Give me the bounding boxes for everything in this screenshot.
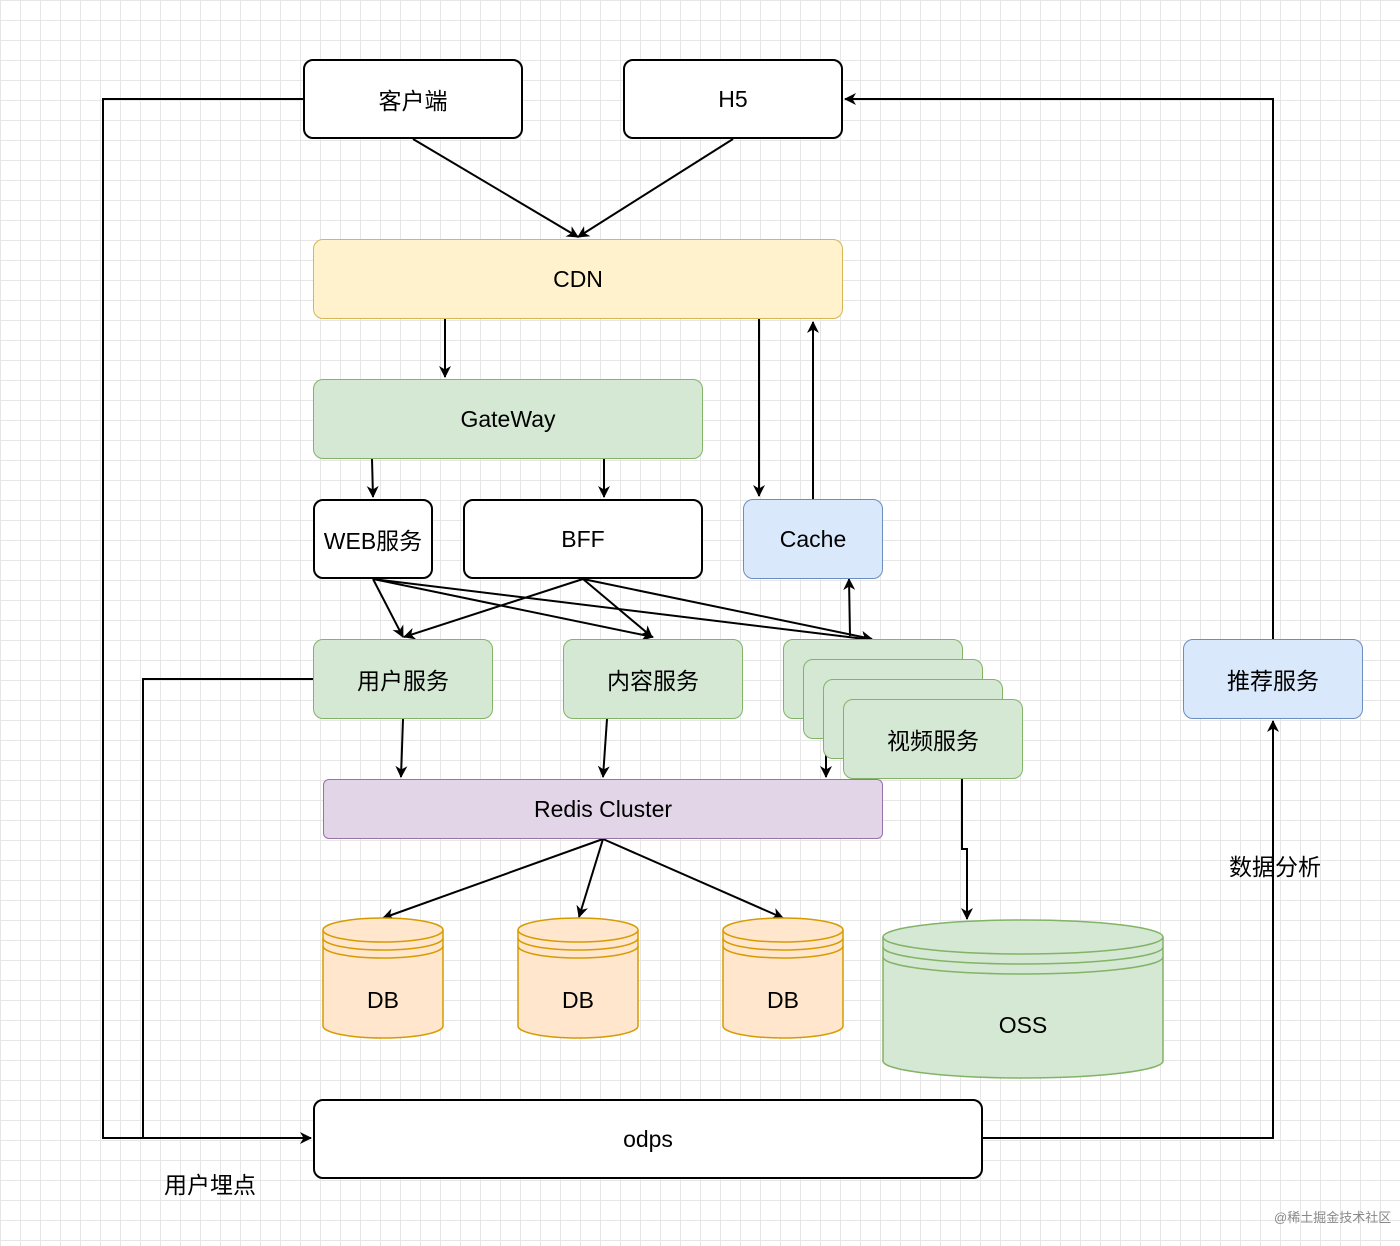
db-label: DB: [767, 986, 799, 1013]
db-label: DB: [367, 986, 399, 1013]
edge-web-content: [372, 578, 654, 641]
edge-web-user: [372, 578, 404, 638]
edge-recommend-h5: [844, 93, 1274, 639]
edge-user-odps: [142, 678, 313, 1138]
content-service-node: 内容服务: [563, 639, 743, 719]
bff-node: BFF: [463, 499, 703, 579]
edge-web-video: [372, 578, 874, 645]
db-cylinder-2: [517, 917, 639, 1039]
edge-redis-db2: [576, 838, 604, 918]
oss-cylinder: [882, 919, 1164, 1079]
edge-h5-cdn: [577, 138, 734, 238]
edge-content-redis: [597, 718, 610, 778]
video-service-node: 视频服务: [843, 699, 1023, 779]
edge-video-cache: [843, 578, 856, 637]
edge-redis-db1: [382, 838, 604, 920]
db-label: DB: [562, 986, 594, 1013]
edge-client-odps: [102, 98, 312, 1144]
web-service-node: WEB服务: [313, 499, 433, 579]
edge-gateway-web: [366, 458, 379, 498]
edge-redis-db3: [602, 838, 784, 920]
gateway-node: GateWay: [313, 379, 703, 459]
edge-bff-content: [582, 578, 653, 638]
analysis-label: 数据分析: [1229, 854, 1321, 880]
db-cylinder-1: [322, 917, 444, 1039]
odps-node: odps: [313, 1099, 983, 1179]
db-cylinder-3: [722, 917, 844, 1039]
oss-label: OSS: [998, 1011, 1048, 1038]
edge-bff-video: [582, 578, 873, 643]
redis-cluster-node: Redis Cluster: [323, 779, 883, 839]
edge-user-redis: [395, 718, 408, 778]
client-node: 客户端: [303, 59, 523, 139]
h5-node: H5: [623, 59, 843, 139]
recommend-service-node: 推荐服务: [1183, 639, 1363, 719]
edge-odps-recommend: [983, 720, 1279, 1139]
cdn-node: CDN: [313, 239, 843, 319]
edge-video-oss: [961, 779, 973, 920]
watermark: @稀土掘金技术社区: [1274, 1210, 1392, 1225]
edge-client-cdn: [412, 138, 579, 238]
edge-bff-user: [403, 578, 584, 640]
cache-node: Cache: [743, 499, 883, 579]
tracking-label: 用户埋点: [164, 1172, 256, 1198]
user-service-node: 用户服务: [313, 639, 493, 719]
